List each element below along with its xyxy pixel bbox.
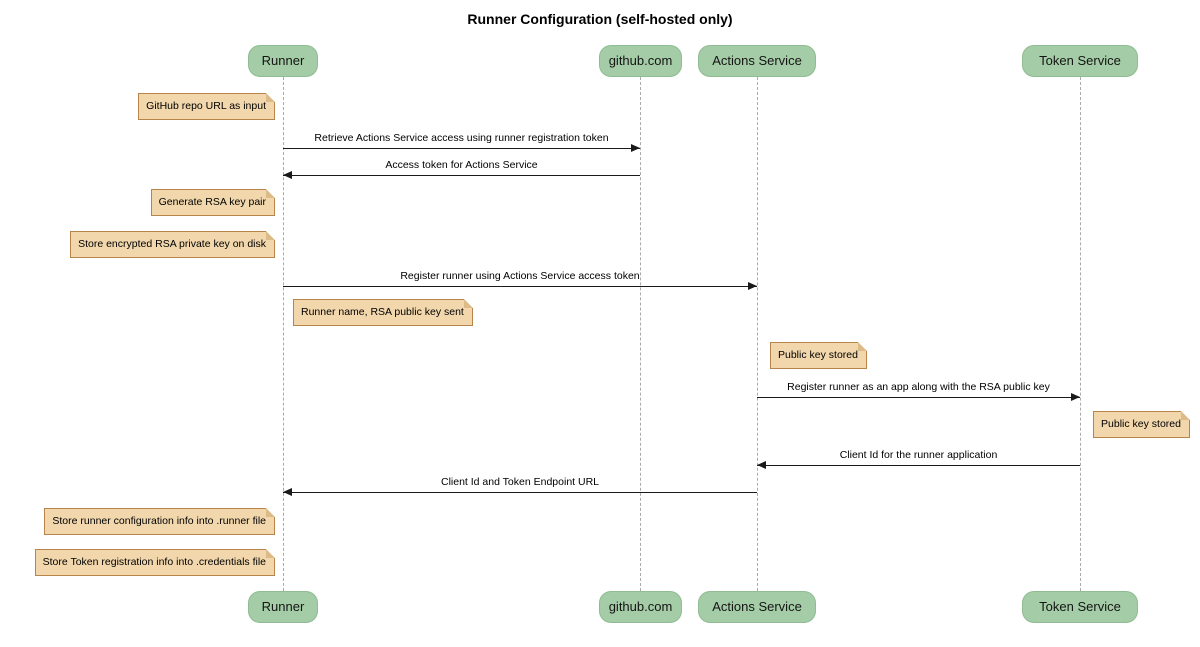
arrow-right-icon	[283, 282, 757, 290]
participant-token-service-bottom: Token Service	[1022, 591, 1138, 623]
participant-github-top: github.com	[599, 45, 682, 77]
arrow-left-icon	[757, 461, 1080, 469]
note-store-encrypted-key: Store encrypted RSA private key on disk	[70, 231, 275, 258]
message-label: Client Id and Token Endpoint URL	[441, 476, 599, 488]
note-store-token-registration: Store Token registration info into .cred…	[34, 549, 276, 576]
lifeline-actions-service	[757, 77, 758, 591]
arrow-left-icon	[283, 488, 757, 496]
participant-github-bottom: github.com	[599, 591, 682, 623]
note-public-key-stored-actions: Public key stored	[770, 342, 867, 369]
message-label: Register runner as an app along with the…	[787, 381, 1050, 393]
participant-runner-bottom: Runner	[248, 591, 318, 623]
message-label: Register runner using Actions Service ac…	[400, 270, 640, 282]
note-public-key-stored-token: Public key stored	[1093, 411, 1190, 438]
diagram-title: Runner Configuration (self-hosted only)	[467, 11, 733, 27]
note-generate-rsa-key-pair: Generate RSA key pair	[150, 189, 276, 216]
participant-runner-top: Runner	[248, 45, 318, 77]
arrow-left-icon	[283, 171, 640, 179]
participant-actions-service-bottom: Actions Service	[698, 591, 816, 623]
message-register-runner: Register runner using Actions Service ac…	[283, 270, 757, 290]
lifeline-runner	[283, 77, 284, 591]
message-label: Access token for Actions Service	[385, 159, 538, 171]
message-label: Retrieve Actions Service access using ru…	[314, 132, 609, 144]
note-github-repo-url: GitHub repo URL as input	[138, 93, 275, 120]
note-store-runner-config: Store runner configuration info into .ru…	[44, 508, 275, 535]
message-access-token-response: Access token for Actions Service	[283, 159, 640, 179]
note-runner-name-public-key: Runner name, RSA public key sent	[293, 299, 473, 326]
message-label: Client Id for the runner application	[839, 449, 998, 461]
lifeline-token-service	[1080, 77, 1081, 591]
lifeline-github	[640, 77, 641, 591]
arrow-right-icon	[283, 144, 640, 152]
message-client-id-response: Client Id for the runner application	[757, 449, 1080, 469]
participant-token-service-top: Token Service	[1022, 45, 1138, 77]
message-register-runner-as-app: Register runner as an app along with the…	[757, 381, 1080, 401]
arrow-right-icon	[757, 393, 1080, 401]
participant-actions-service-top: Actions Service	[698, 45, 816, 77]
message-client-id-token-endpoint: Client Id and Token Endpoint URL	[283, 476, 757, 496]
message-retrieve-actions-access: Retrieve Actions Service access using ru…	[283, 132, 640, 152]
